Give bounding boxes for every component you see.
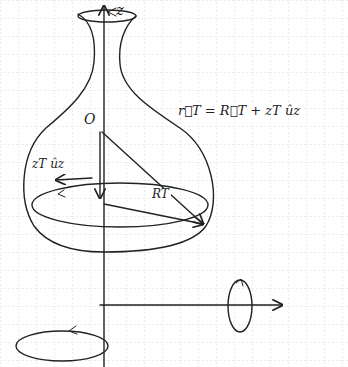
vector-label: zT ûz	[30, 158, 66, 171]
vector-equation: r⃗T = R⃗T + zT ûz	[176, 104, 302, 118]
axis-label: z	[114, 2, 126, 19]
origin-label: O	[82, 112, 97, 127]
vector-label: RT	[150, 188, 171, 201]
